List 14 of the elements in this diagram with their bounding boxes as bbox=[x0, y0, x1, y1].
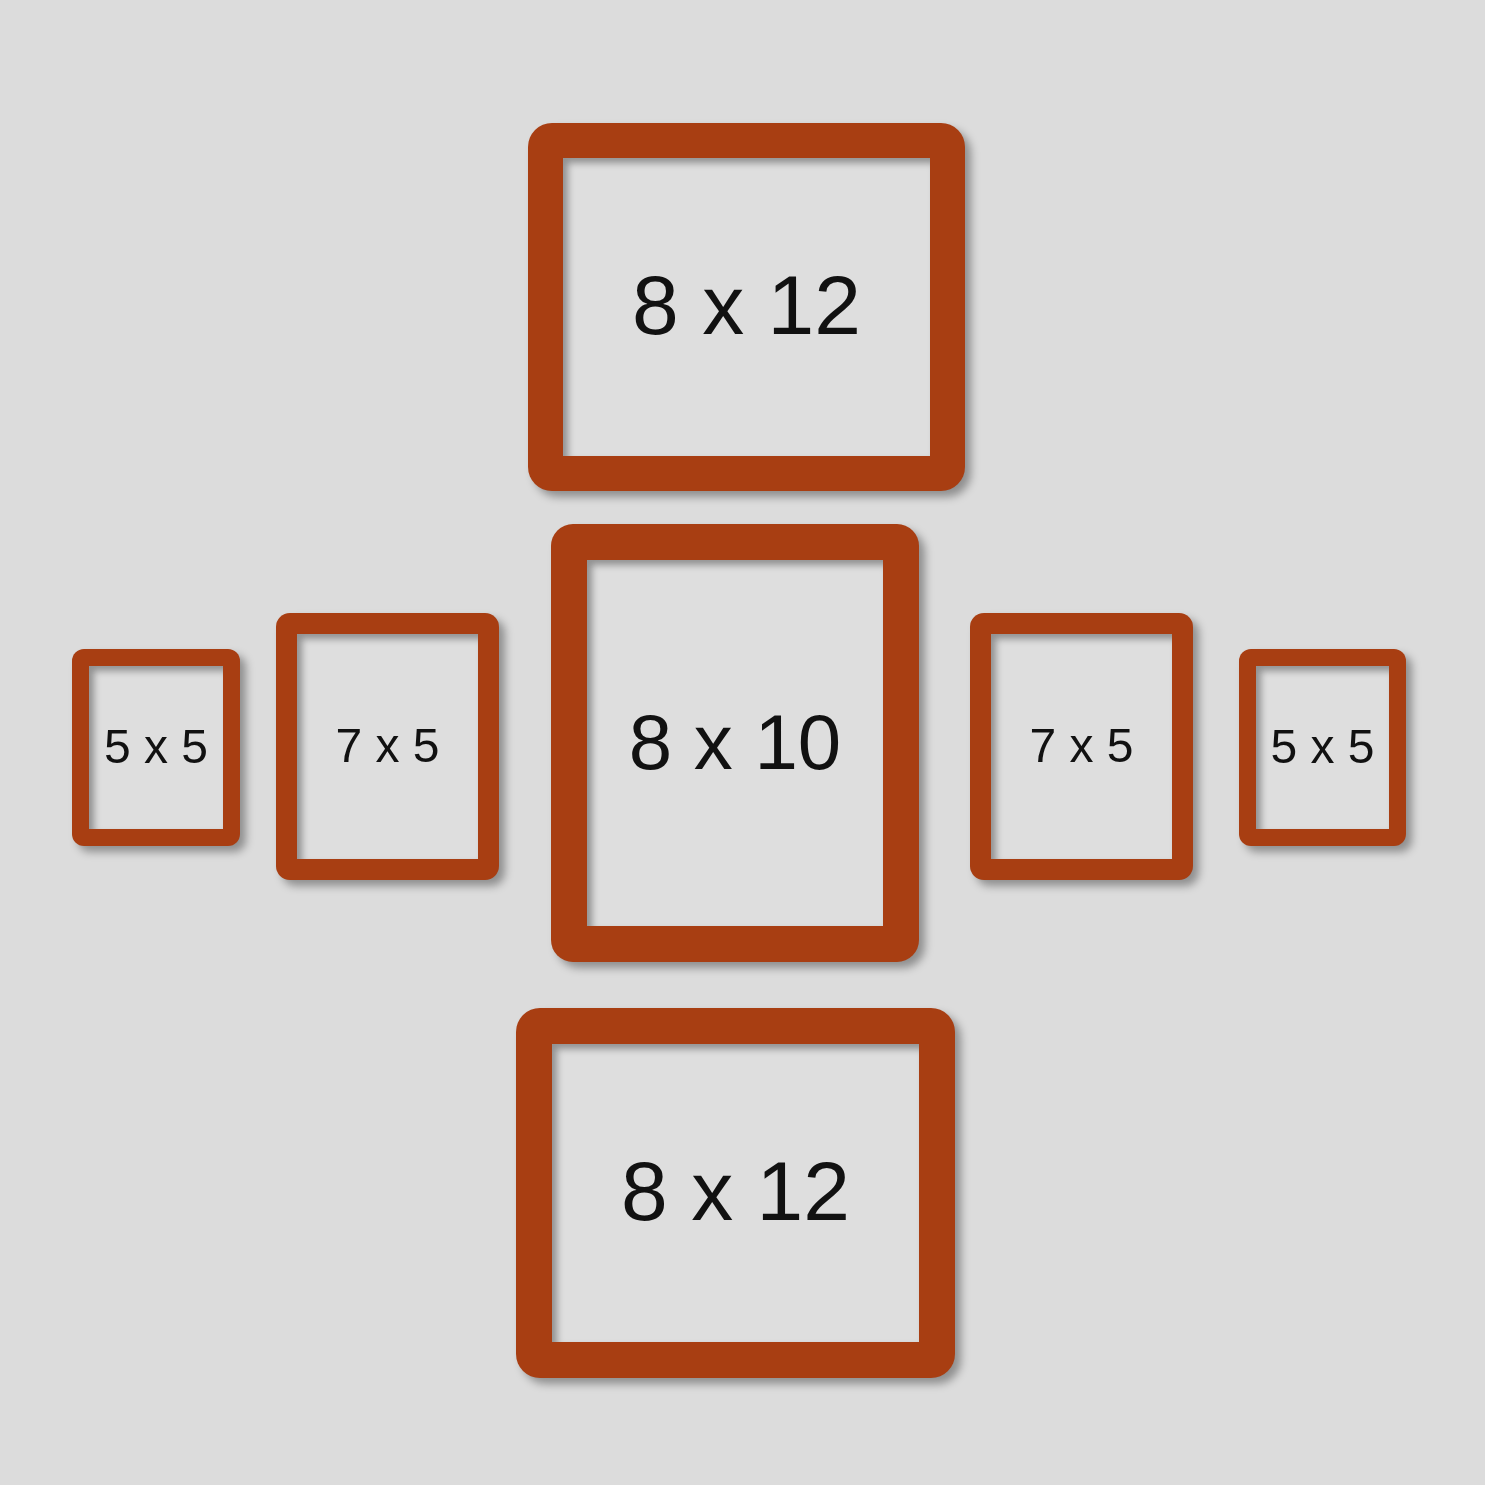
picture-frame bbox=[528, 123, 965, 491]
picture-frame bbox=[551, 524, 919, 962]
picture-frame bbox=[72, 649, 240, 846]
size-label: 7 x 5 bbox=[335, 721, 440, 770]
size-label: 7 x 5 bbox=[1029, 721, 1134, 770]
picture-frame bbox=[276, 613, 499, 880]
size-label: 5 x 5 bbox=[1270, 722, 1375, 771]
size-label: 8 x 12 bbox=[632, 263, 861, 348]
picture-frame bbox=[516, 1008, 955, 1378]
size-label: 8 x 12 bbox=[621, 1149, 850, 1234]
size-label: 5 x 5 bbox=[103, 722, 209, 771]
picture-frame bbox=[970, 613, 1193, 880]
size-label: 8 x 10 bbox=[628, 702, 842, 781]
picture-frame bbox=[1239, 649, 1406, 846]
